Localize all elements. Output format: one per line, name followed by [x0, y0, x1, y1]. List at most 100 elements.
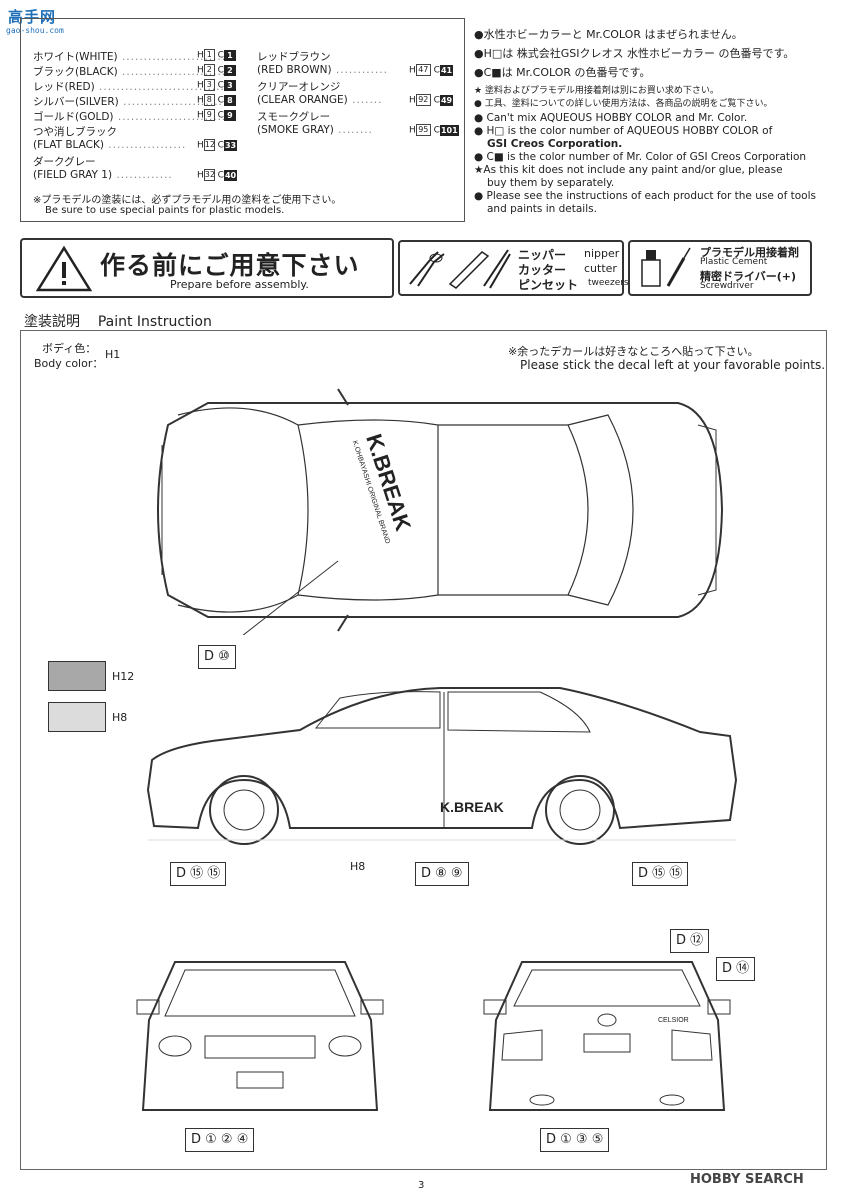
prepare-title-en: Prepare before assembly. [170, 278, 309, 291]
callout-side-right: D ⑮ ⑮ [632, 862, 689, 886]
cement-screwdriver-icon [641, 247, 691, 287]
tweezers-jp: ピンセット [518, 278, 579, 292]
note-tools-jp: ● 工具、塗料についての詳しい使用方法は、各商品の説明をご覧下さい。 [474, 99, 773, 109]
color-row-dark-gray: ダークグレー [33, 154, 96, 169]
cement-en: Plastic Cement [700, 257, 768, 267]
color-name: クリアーオレンジ [257, 81, 341, 93]
color-name: レッド(RED) [33, 81, 95, 93]
color-name-en: (FLAT BLACK) [33, 139, 104, 151]
swatch-h8 [48, 702, 106, 732]
color-row-flat-black: つや消しブラック [33, 124, 117, 139]
color-row-silver: シルバー(SILVER) ....................... [33, 96, 223, 108]
logo-subtext: gao-shou.com [6, 26, 64, 35]
warning-icon [35, 245, 93, 292]
callout-rear-top: D ⑫ [670, 929, 710, 953]
c-code: 33 [223, 139, 238, 151]
decal-celsior: CELSIOR [658, 1017, 689, 1024]
c-code: 41 [439, 64, 454, 76]
driver-en: Screwdriver [700, 281, 754, 291]
note-no-mix-jp: ●水性ホビーカラーと Mr.COLOR はまぜられません。 [474, 28, 743, 41]
callout-side-left: D ⑮ ⑮ [170, 862, 227, 886]
color-name-en: (RED BROWN) [257, 64, 332, 76]
body-color-label-en: Body color： [34, 357, 104, 370]
nipper-jp: ニッパー [518, 248, 567, 262]
h-code: 32 [203, 169, 215, 181]
h-code: 47 [415, 64, 431, 76]
note-c-number-jp: ●C■は Mr.COLOR の色番号です。 [474, 66, 651, 79]
car-front-view [136, 961, 384, 1111]
callout-side-mid: D ⑧ ⑨ [415, 862, 469, 886]
color-name: ゴールド(GOLD) [33, 111, 114, 123]
paint-title-jp: 塗装説明 [24, 314, 80, 330]
note-buy-separately-en: buy them by separately. [487, 177, 615, 189]
paint-note-en: Be sure to use special paints for plasti… [45, 205, 285, 216]
c-code: 40 [223, 169, 238, 181]
decal-kbreak-side: K.BREAK [440, 799, 504, 815]
c-code: 49 [439, 94, 454, 106]
color-name: ホワイト(WHITE) [33, 51, 118, 63]
car-top-view: K.BREAK K.OHBAYASHI ORIGINAL BRAND [157, 388, 724, 635]
c-code: 1 [223, 49, 236, 61]
paint-instruction-title: 塗装説明 Paint Instruction [24, 311, 212, 331]
h-code: 92 [415, 94, 431, 106]
driver-jp: 精密ドライバー(+) [700, 270, 797, 283]
color-name: レッドブラウン [257, 51, 331, 63]
callout-rear-right: D ⑭ [716, 957, 756, 981]
callout-front-bottom: D ① ② ④ [185, 1128, 255, 1152]
color-row-white: ホワイト(WHITE) ........................ [33, 51, 227, 63]
callout-h8-side: H8 [350, 860, 366, 873]
h-code: 8 [203, 94, 215, 106]
color-codes-flat-black: H12 C33 [197, 139, 238, 151]
c-code: 101 [439, 124, 459, 136]
paint-note-jp: ※プラモデルの塗装には、必ずプラモデル用の塗料をご使用下さい。 [33, 195, 342, 206]
note-gsi-creos: GSI Creos Corporation. [487, 138, 623, 150]
decal-note-jp: ※余ったデカールは好きなところへ貼って下さい。 [508, 345, 759, 358]
color-row-clear-orange: クリアーオレンジ [257, 79, 340, 94]
body-color-code: H1 [105, 348, 121, 361]
color-row-smoke-gray-en: (SMOKE GRAY) ........ [257, 124, 373, 136]
site-logo: 高手网 gao-shou.com [0, 0, 74, 40]
color-name-en: (FIELD GRAY 1) [33, 169, 113, 181]
nipper-en: nipper [584, 247, 620, 260]
tools-box: ニッパー nipper カッター cutter ピンセット tweezers [398, 240, 629, 296]
swatch-h12 [48, 661, 106, 691]
hobby-search-watermark: HOBBY SEARCH [690, 1172, 804, 1187]
color-row-red-brown-en: (RED BROWN) ............ [257, 64, 388, 76]
callout-d10: D ⑩ [198, 645, 236, 669]
car-rear-view: CELSIOR [483, 961, 731, 1111]
cutter-en: cutter [584, 262, 617, 275]
note-h-number-jp: ●H□は 株式会社GSIクレオス 水性ホビーカラー の色番号です。 [474, 47, 795, 60]
color-row-flat-black-en: (FLAT BLACK) .................. [33, 139, 187, 151]
color-row-dark-gray-en: (FIELD GRAY 1) ............. [33, 169, 173, 181]
logo-text: 高手网 [8, 8, 57, 26]
note-no-mix-en: ● Can't mix AQUEOUS HOBBY COLOR and Mr. … [474, 112, 748, 124]
c-code: 2 [223, 64, 236, 76]
color-name: ダークグレー [33, 156, 96, 168]
paint-title-en: Paint Instruction [97, 314, 212, 330]
note-no-paint-en: ★As this kit does not include any paint … [474, 164, 783, 176]
c-code: 9 [223, 109, 236, 121]
nipper-cutter-tweezers-icon [409, 249, 511, 289]
h-code: 2 [203, 64, 215, 76]
color-row-red: レッド(RED) ............................... [33, 81, 234, 93]
prepare-title-jp: 作る前にご用意下さい [100, 251, 360, 280]
note-see-instructions-en: ● Please see the instructions of each pr… [474, 190, 816, 202]
page-number: 3 [418, 1180, 425, 1191]
h-code: 9 [203, 109, 215, 121]
swatch-h12-label: H12 [112, 670, 135, 683]
note-c-number-en: ● C■ is the color number of Mr. Color of… [474, 151, 807, 163]
color-codes-dark-gray: H32 C40 [197, 169, 238, 181]
prepare-banner: 作る前にご用意下さい Prepare before assembly. [20, 238, 394, 298]
c-code: 3 [223, 79, 236, 91]
cement-jp: プラモデル用接着剤 [700, 246, 799, 259]
c-code: 8 [223, 94, 236, 106]
paint-instruction-area [20, 330, 827, 1170]
color-row-smoke-gray: スモークグレー [257, 109, 330, 124]
